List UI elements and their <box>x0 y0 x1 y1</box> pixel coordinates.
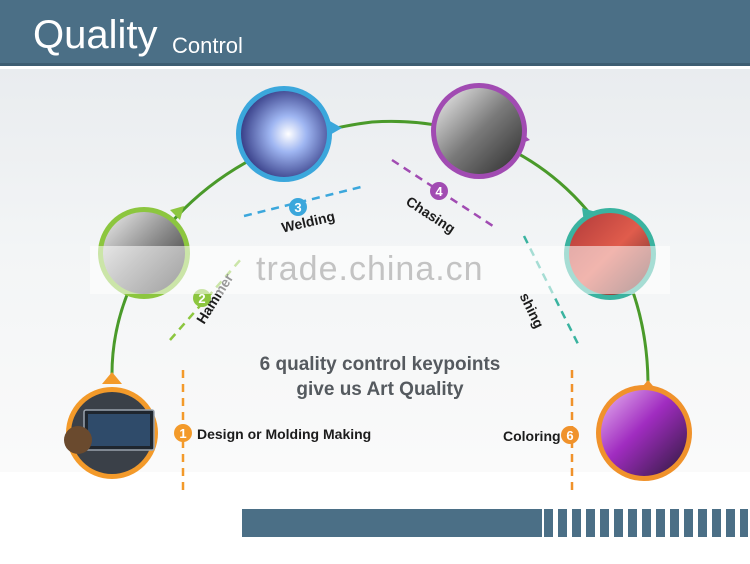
footer-stripe <box>670 509 679 537</box>
footer-stripe <box>572 509 581 537</box>
step-4-badge: 4 <box>430 182 448 200</box>
footer-bar <box>242 509 542 537</box>
chasing-photo-icon <box>436 88 522 174</box>
footer-stripe <box>614 509 623 537</box>
coloring-photo-icon <box>601 390 687 476</box>
footer-stripe <box>544 509 553 537</box>
footer-stripe <box>558 509 567 537</box>
footer-stripe <box>600 509 609 537</box>
step-6-badge: 6 <box>561 426 579 444</box>
welding-photo-icon <box>241 91 327 177</box>
step-6-label: Coloring <box>503 428 561 444</box>
step-2-number: 2 <box>198 291 205 306</box>
step-4-number: 4 <box>435 184 443 199</box>
center-caption: 6 quality control keypoints give us Art … <box>230 352 530 402</box>
center-line-2: give us Art Quality <box>296 379 464 400</box>
page-title: Quality <box>33 13 158 57</box>
footer-stripe <box>740 509 748 537</box>
footer-stripe <box>642 509 651 537</box>
page-subtitle: Control <box>172 33 243 58</box>
step-3-photo <box>236 86 342 182</box>
watermark-band <box>90 246 670 294</box>
footer-stripe <box>628 509 637 537</box>
step-4-photo <box>431 83 530 179</box>
footer-stripe <box>684 509 693 537</box>
step-1-badge: 1 <box>174 424 192 442</box>
step-1-label: Design or Molding Making <box>197 426 372 442</box>
watermark-text: trade.china.cn <box>256 250 484 288</box>
step-1-number: 1 <box>179 426 186 441</box>
footer-stripe <box>726 509 735 537</box>
footer-stripe <box>698 509 707 537</box>
step-3-number: 3 <box>294 200 301 215</box>
step-6-photo <box>596 380 692 481</box>
step-1-photo <box>64 372 158 479</box>
step-6-number: 6 <box>566 428 573 443</box>
header-bar: Quality Control <box>0 0 750 66</box>
footer-stripe <box>712 509 721 537</box>
step-3-badge: 3 <box>289 198 307 216</box>
footer-stripe <box>586 509 595 537</box>
footer-stripe <box>656 509 665 537</box>
center-line-1: 6 quality control keypoints <box>259 354 501 375</box>
